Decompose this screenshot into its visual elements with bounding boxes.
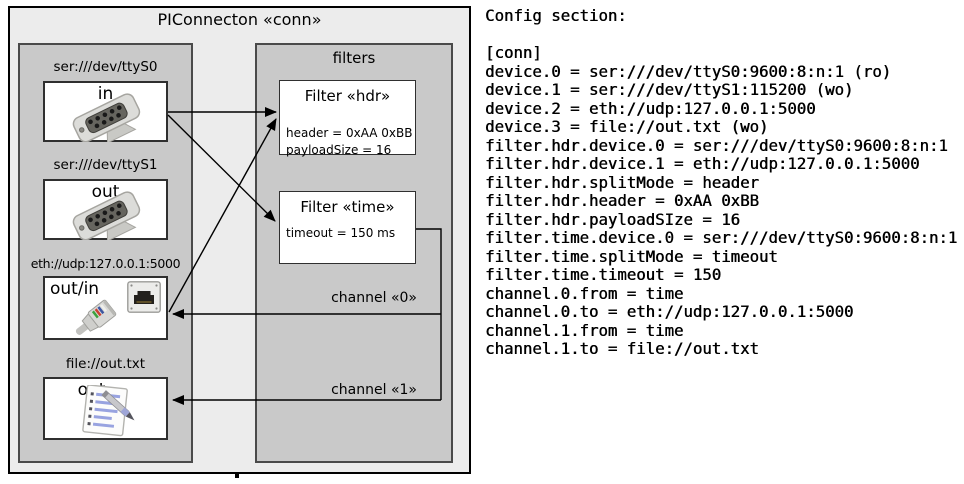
- config-line: device.1 = ser:///dev/ttyS1:115200 (wo): [485, 80, 854, 99]
- config-line: filter.hdr.payloadSIze = 16: [485, 209, 741, 229]
- config-line: filter.time.device.0 = ser:///dev/ttyS0:…: [485, 228, 958, 247]
- diagram-title: PIConnecton «conn»: [157, 10, 322, 29]
- config-line: channel.0.from = time: [485, 283, 684, 303]
- config-line: channel.1.to = file://out.txt: [485, 339, 759, 358]
- device-port-label: in: [97, 84, 114, 104]
- device-box-ttys0: in: [43, 81, 168, 142]
- device-label-file: file://out.txt: [65, 356, 146, 372]
- filters-panel-title: filters: [332, 49, 376, 67]
- device-box-ttys1: out: [43, 179, 168, 240]
- device-box-file: out: [43, 377, 168, 440]
- config-line: filter.hdr.device.0 = ser:///dev/ttyS0:9…: [485, 135, 948, 155]
- filter-hdr-param-payloadsize: payloadSize = 16: [286, 143, 392, 157]
- filter-time-title: Filter «time»: [300, 198, 395, 216]
- config-line: device.0 = ser:///dev/ttyS0:9600:8:n:1 (…: [485, 61, 892, 81]
- config-line: filter.hdr.device.1 = eth://udp:127.0.0.…: [485, 154, 920, 173]
- config-line: filter.hdr.splitMode = header: [485, 172, 759, 192]
- config-line: channel.1.from = time: [485, 320, 684, 340]
- device-label-ttys0: ser:///dev/ttyS0: [53, 59, 158, 75]
- device-port-label: out/in: [50, 279, 100, 299]
- config-heading: Config section:: [485, 6, 627, 25]
- config-line: [conn]: [485, 43, 542, 62]
- filter-hdr-params: header = 0xAA 0xBB payloadSize = 16: [286, 125, 413, 159]
- device-label-eth: eth://udp:127.0.0.1:5000: [30, 256, 181, 271]
- db9-connector-icon: [72, 191, 141, 240]
- config-line: filter.hdr.header = 0xAA 0xBB: [485, 191, 759, 210]
- channel-1-label: channel «1»: [331, 382, 417, 398]
- config-section: Config section: [conn] device.0 = ser://…: [485, 6, 964, 359]
- notepad-pen-icon: [82, 385, 135, 437]
- config-line: device.2 = eth://udp:127.0.0.1:5000: [485, 98, 816, 118]
- config-line: filter.time.timeout = 150: [485, 265, 722, 284]
- config-line: device.3 = file://out.txt (wo): [485, 117, 769, 136]
- ethernet-port-icon: [127, 281, 161, 313]
- filter-hdr-box: Filter «hdr» header = 0xAA 0xBB payloadS…: [279, 80, 416, 157]
- ethernet-cable-icon: [75, 299, 117, 335]
- filter-hdr-title: Filter «hdr»: [304, 87, 391, 105]
- filter-time-box: Filter «time» timeout = 150 ms: [279, 191, 416, 264]
- device-box-eth: out/in: [43, 276, 168, 340]
- db9-connector-icon: [72, 93, 141, 142]
- device-port-label: out: [91, 182, 120, 202]
- device-label-ttys1: ser:///dev/ttyS1: [53, 157, 158, 173]
- filter-time-param-timeout: timeout = 150 ms: [286, 226, 396, 240]
- pen-icon: [101, 390, 135, 421]
- filter-time-params: timeout = 150 ms: [286, 225, 413, 242]
- channel-0-label: channel «0»: [331, 290, 417, 306]
- filter-hdr-param-header: header = 0xAA 0xBB: [286, 126, 413, 140]
- config-line: filter.time.splitMode = timeout: [485, 246, 778, 266]
- config-line: channel.0.to = eth://udp:127.0.0.1:5000: [485, 302, 854, 321]
